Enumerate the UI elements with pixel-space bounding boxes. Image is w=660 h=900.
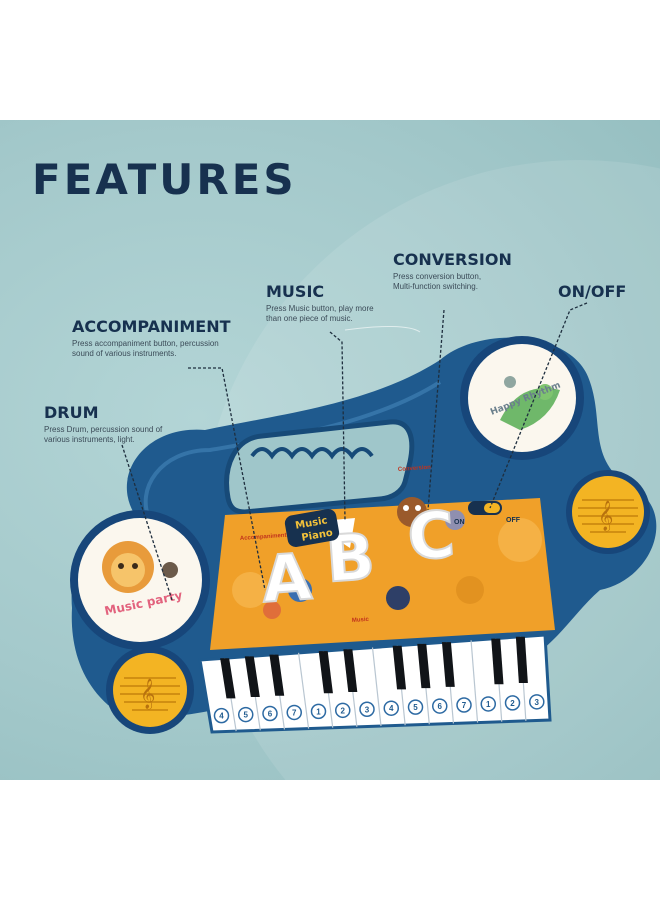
- key-number: 5: [413, 703, 418, 712]
- product-scene: FEATURES: [0, 120, 660, 780]
- key-number: 6: [438, 702, 443, 711]
- key-number: 3: [535, 698, 540, 707]
- white-key[interactable]: 1: [310, 703, 327, 720]
- key-number-badge: [237, 706, 254, 723]
- key-number: 1: [486, 700, 491, 709]
- white-key[interactable]: 4: [213, 707, 230, 724]
- key-number: 2: [341, 706, 346, 715]
- key-number: 1: [316, 707, 321, 716]
- key-number: 2: [510, 699, 515, 708]
- animal-decoration: [263, 497, 465, 619]
- black-key[interactable]: [417, 643, 431, 689]
- right-drum[interactable]: Happy Rhythm: [460, 336, 584, 460]
- black-key[interactable]: [220, 658, 236, 699]
- right-speaker: 𝄞: [566, 470, 650, 554]
- feature-music: MUSIC Press Music button, play more than…: [266, 282, 374, 324]
- key-number-badge: [407, 699, 424, 715]
- black-key[interactable]: [441, 642, 455, 687]
- feature-conversion: CONVERSION Press conversion button, Mult…: [393, 250, 512, 292]
- piano-toy: A B C Accompaniment Conversion Music Mus…: [70, 302, 657, 734]
- music-leader: [329, 331, 346, 521]
- key-number-badge: [504, 695, 521, 711]
- black-key[interactable]: [515, 636, 528, 684]
- key-number-badge: [383, 700, 400, 716]
- key-divider: [371, 647, 382, 727]
- white-key[interactable]: 2: [335, 702, 351, 719]
- treble-clef-icon: 𝄞: [598, 500, 613, 532]
- key-divider: [297, 652, 310, 729]
- black-key[interactable]: [318, 651, 333, 694]
- feature-accompaniment: ACCOMPANIMENT Press accompaniment button…: [72, 317, 231, 359]
- white-key[interactable]: 7: [286, 704, 302, 721]
- on-off-leader: [489, 302, 588, 509]
- left-drum[interactable]: Music party: [70, 510, 210, 650]
- black-key[interactable]: [343, 649, 358, 692]
- logo-piano: Piano: [301, 528, 334, 544]
- key-number: 7: [292, 708, 297, 717]
- white-key[interactable]: 6: [262, 705, 278, 722]
- letter-a[interactable]: A: [258, 540, 315, 619]
- key-divider: [470, 640, 479, 723]
- key-number-badge: [262, 705, 278, 722]
- feature-drum: DRUM Press Drum, percussion sound of var…: [44, 403, 162, 445]
- power-switch[interactable]: ON OFF: [454, 501, 521, 526]
- white-key[interactable]: 3: [359, 701, 375, 718]
- treble-clef-icon: 𝄞: [140, 678, 155, 710]
- key-number-badge: [529, 694, 545, 710]
- key-number-badge: [286, 704, 302, 721]
- drum-leader: [121, 444, 173, 601]
- key-number-badge: [213, 707, 230, 724]
- panel-accompaniment-label: Accompaniment: [240, 533, 287, 542]
- feature-music-title: MUSIC: [266, 282, 325, 301]
- key-number: 3: [365, 705, 370, 714]
- feature-on-off-title: ON/OFF: [558, 282, 627, 301]
- feature-drum-title: DRUM: [44, 403, 99, 422]
- feature-on-off: ON/OFF: [558, 282, 626, 301]
- white-key[interactable]: 2: [504, 695, 521, 711]
- white-key[interactable]: 5: [237, 706, 254, 723]
- feature-conversion-desc: Press conversion button, Multi-function …: [393, 272, 482, 291]
- white-key[interactable]: 3: [529, 694, 545, 710]
- feature-drum-desc: Press Drum, percussion sound of various …: [44, 425, 163, 444]
- feature-conversion-title: CONVERSION: [393, 250, 512, 269]
- panel-on-label: ON: [454, 519, 465, 526]
- feature-accompaniment-title: ACCOMPANIMENT: [72, 317, 231, 336]
- key-number-badge: [432, 698, 448, 714]
- white-key[interactable]: 4: [383, 700, 400, 716]
- carry-handle: [224, 419, 415, 515]
- black-key[interactable]: [491, 638, 504, 685]
- page-title: FEATURES: [32, 155, 297, 204]
- black-key[interactable]: [244, 656, 260, 698]
- white-key[interactable]: 1: [480, 696, 497, 712]
- conversion-leader: [427, 309, 445, 511]
- white-key[interactable]: 7: [456, 697, 472, 713]
- key-number: 4: [219, 712, 224, 721]
- key-number-badge: [456, 697, 472, 713]
- feature-music-desc: Press Music button, play more than one p…: [266, 304, 374, 323]
- white-key[interactable]: 5: [407, 699, 424, 715]
- key-number: 7: [462, 701, 467, 710]
- feature-accompaniment-desc: Press accompaniment button, percussion s…: [72, 339, 219, 358]
- accompaniment-leader: [188, 367, 266, 591]
- white-key[interactable]: 6: [432, 698, 448, 714]
- left-speaker: 𝄞: [106, 646, 194, 734]
- panel-music-label: Music: [352, 617, 370, 624]
- panel-conversion-label: Conversion: [398, 465, 432, 473]
- black-key[interactable]: [392, 645, 407, 690]
- key-number-badge: [335, 702, 351, 719]
- panel-off-label: OFF: [506, 517, 521, 524]
- letter-c[interactable]: C: [404, 497, 458, 576]
- key-number: 6: [268, 710, 273, 719]
- key-number-badge: [480, 696, 497, 712]
- key-number: 4: [389, 704, 394, 713]
- key-number-badge: [359, 701, 375, 718]
- black-key[interactable]: [269, 654, 285, 696]
- key-number-badge: [310, 703, 327, 720]
- key-number: 5: [244, 711, 249, 720]
